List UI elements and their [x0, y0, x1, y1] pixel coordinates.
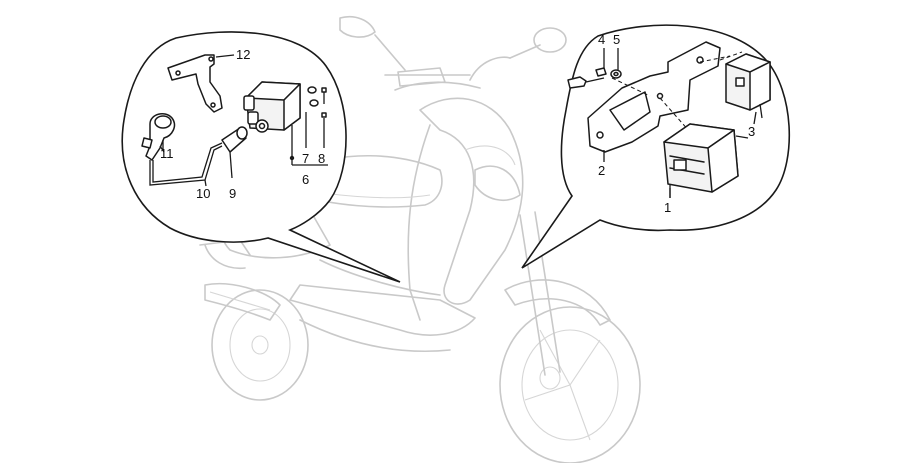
- callout-12: 12: [236, 47, 250, 62]
- callout-9: 9: [229, 186, 236, 201]
- callout-1: 1: [664, 200, 671, 215]
- callout-8: 8: [318, 151, 325, 166]
- scooter-outline: [199, 16, 641, 463]
- callout-6: 6: [302, 172, 309, 187]
- callout-5: 5: [613, 32, 620, 47]
- left-parts: [141, 54, 328, 187]
- callout-7: 7: [302, 151, 309, 166]
- callout-4: 4: [598, 32, 605, 47]
- left-labels: 12 11 10 9 7 8 6: [160, 47, 325, 201]
- right-parts: [567, 41, 771, 198]
- right-detail-bubble: [521, 24, 791, 269]
- right-labels: 4 5 3 2 1: [598, 32, 755, 215]
- callout-11: 11: [160, 146, 174, 161]
- left-detail-bubble: [121, 31, 401, 283]
- callout-2: 2: [598, 163, 605, 178]
- callout-3: 3: [748, 124, 755, 139]
- callout-10: 10: [196, 186, 210, 201]
